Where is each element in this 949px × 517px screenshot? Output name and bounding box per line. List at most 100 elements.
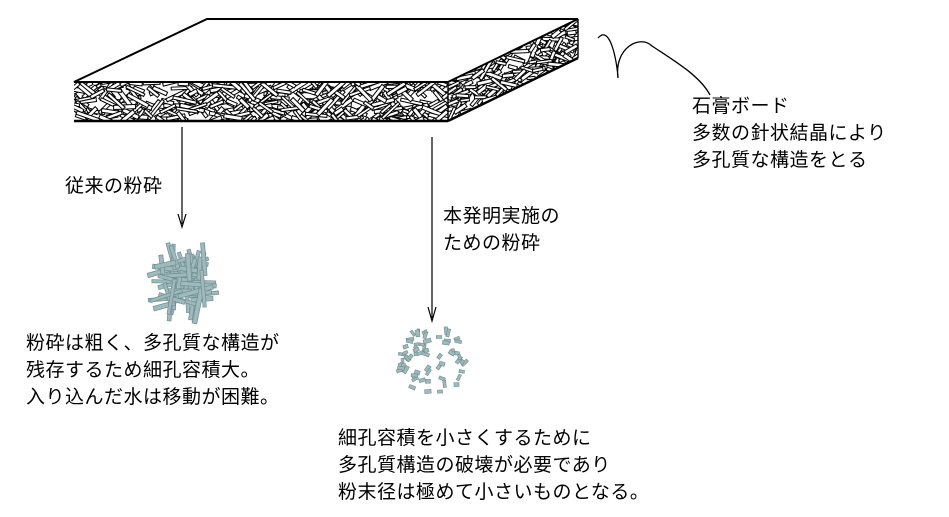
invention-grinding-label-line-1: 本発明実施の <box>443 205 561 227</box>
coarse-crystal-needle <box>200 242 208 277</box>
board-crystal-needle <box>531 66 544 74</box>
board-crystal-needle <box>276 88 292 95</box>
fine-crystal-fragment <box>418 377 426 384</box>
fine-crystal-fragment <box>397 365 405 371</box>
fine-crystal-fragment <box>425 378 431 384</box>
board-crystal-needle <box>118 122 139 126</box>
board-crystal-needle <box>360 116 371 121</box>
fine-caption-line-1: 細孔容積を小さくするために <box>338 427 592 449</box>
board-crystal-needle <box>395 85 409 96</box>
board-crystal-needle <box>340 82 355 90</box>
board-crystal-needle <box>187 88 199 98</box>
board-leader-line <box>597 34 711 96</box>
board-crystal-needle <box>154 114 178 121</box>
board-crystal-needle <box>495 60 507 67</box>
fine-crystal-fragment <box>422 337 432 345</box>
board-crystal-needle <box>161 82 186 87</box>
board-crystal-needle <box>223 113 243 121</box>
fine-crystal-fragment <box>455 373 462 382</box>
fine-particle-caption: 細孔容積を小さくするために 多孔質構造の破壊が必要であり 粉末径は極めて小さいも… <box>338 425 649 506</box>
conventional-arrow <box>177 127 187 230</box>
coarse-caption-line-2: 残存するため細孔容積大。 <box>26 359 261 381</box>
board-crystal-needle <box>74 101 85 114</box>
board-crystal-needle <box>257 100 274 115</box>
fine-crystal-fragment <box>437 389 443 394</box>
board-crystal-needle <box>175 110 189 121</box>
board-crystal-needle <box>470 67 486 81</box>
board-crystal-needle <box>473 95 487 100</box>
fine-particle-scatter-icon <box>395 326 469 394</box>
invention-grinding-label-line-2: ための粉砕 <box>443 232 541 254</box>
board-crystal-needle <box>208 99 225 110</box>
board-crystal-needle <box>501 72 515 79</box>
fine-crystal-fragment <box>409 329 417 337</box>
fine-crystal-fragment <box>413 342 420 347</box>
board-crystal-needle <box>332 106 345 117</box>
fine-crystal-fragment <box>410 373 419 378</box>
conventional-grinding-label-text: 従来の粉砕 <box>65 175 163 197</box>
board-crystal-needle <box>550 28 562 40</box>
board-crystal-needle <box>527 42 537 54</box>
board-crystal-needle <box>125 84 146 98</box>
coarse-particle-cluster-icon <box>146 242 220 325</box>
board-crystal-needle <box>385 82 407 97</box>
fine-crystal-fragment <box>458 369 465 374</box>
board-crystal-needle <box>448 85 458 96</box>
board-crystal-needle <box>345 114 362 121</box>
board-crystal-needle <box>89 88 106 100</box>
board-side-bottom-edge <box>447 56 579 123</box>
board-crystal-needle <box>380 101 401 121</box>
board-crystal-needle <box>513 68 528 82</box>
board-crystal-needle <box>447 120 448 121</box>
board-crystal-needle <box>563 43 578 55</box>
board-crystal-needle <box>219 86 236 100</box>
board-crystal-needle <box>175 106 199 114</box>
fine-crystal-fragment <box>424 388 432 394</box>
gypsum-board <box>73 18 579 126</box>
board-crystal-needle <box>143 108 154 119</box>
board-crystal-needle <box>315 97 335 117</box>
board-crystal-needle <box>491 62 500 73</box>
board-crystal-needle <box>464 85 477 90</box>
board-crystal-needle <box>415 82 437 98</box>
fine-crystal-fragment <box>411 376 419 383</box>
fine-crystal-fragment <box>418 342 425 347</box>
fine-crystal-fragment <box>414 329 421 338</box>
fine-crystal-fragment <box>436 352 443 360</box>
invention-grinding-label: 本発明実施の ための粉砕 <box>443 203 560 257</box>
invention-arrow <box>427 137 437 324</box>
board-crystal-needle <box>448 80 461 92</box>
board-crystal-needle <box>225 98 238 108</box>
board-crystal-needle <box>535 58 553 65</box>
board-crystal-needle <box>485 84 501 92</box>
fine-crystal-fragment <box>422 331 429 340</box>
fine-crystal-fragment <box>402 343 409 350</box>
board-crystal-needle <box>106 92 126 111</box>
board-crystal-needle <box>289 96 307 114</box>
board-description: 石膏ボード 多数の針状結晶により 多孔質な構造をとる <box>692 93 887 174</box>
coarse-crystal-needle <box>199 269 207 308</box>
fine-crystal-fragment <box>424 368 432 377</box>
fine-crystal-fragment <box>445 328 452 338</box>
board-crystal-needle <box>159 103 177 115</box>
fine-crystal-fragment <box>407 353 414 361</box>
fine-crystal-fragment <box>438 360 446 367</box>
board-description-line-1: 石膏ボード <box>692 95 790 117</box>
fine-crystal-fragment <box>454 339 463 344</box>
board-crystal-needle <box>151 85 169 97</box>
fine-crystal-fragment <box>423 347 430 354</box>
board-crystal-needle <box>548 49 557 61</box>
coarse-caption-line-3: 入り込んだ水は移動が困難。 <box>26 386 280 408</box>
fine-crystal-fragment <box>442 379 447 388</box>
coarse-particle-caption: 粉砕は粗く、多孔質な構造が 残存するため細孔容積大。 入り込んだ水は移動が困難。 <box>26 330 280 411</box>
fine-crystal-fragment <box>408 384 417 391</box>
board-crystal-needle <box>432 89 445 103</box>
fine-crystal-fragment <box>447 349 456 357</box>
fine-caption-line-3: 粉末径は極めて小さいものとなる。 <box>338 481 650 503</box>
conventional-grinding-label: 従来の粉砕 <box>65 173 163 200</box>
fine-crystal-fragment <box>412 346 420 353</box>
fine-crystal-fragment <box>406 338 414 344</box>
board-crystal-needle <box>362 100 375 111</box>
